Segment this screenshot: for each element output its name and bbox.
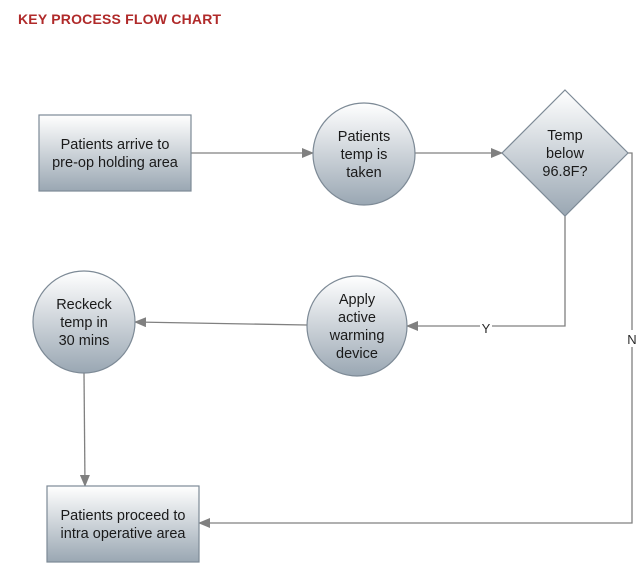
process-circle xyxy=(32,270,136,374)
process-circle xyxy=(312,102,416,206)
node-label-line: Reckeck xyxy=(56,297,112,313)
process-box xyxy=(46,485,200,563)
edge-label-background xyxy=(626,330,638,347)
decision-diamond xyxy=(501,89,629,217)
node-label-line: Apply xyxy=(339,292,376,308)
node-label-line: pre-op holding area xyxy=(52,155,179,171)
page-title: KEY PROCESS FLOW CHART xyxy=(18,11,222,27)
node-label-line: taken xyxy=(346,165,381,181)
node-warming: Apply active warming device xyxy=(306,275,408,377)
node-label-line: below xyxy=(546,146,584,162)
node-recheck: Reckeck temp in 30 mins xyxy=(32,270,136,374)
node-label-line: device xyxy=(336,346,378,362)
node-label-line: 30 mins xyxy=(59,333,110,349)
process-box xyxy=(38,114,192,192)
node-arrive: Patients arrive to pre-op holding area xyxy=(38,114,192,192)
node-label-line: warming xyxy=(329,328,385,344)
node-label-line: intra operative area xyxy=(61,526,187,542)
edge-labels-layer: YN xyxy=(480,319,638,347)
edge-warming-to-recheck xyxy=(134,317,308,328)
node-label-line: 96.8F? xyxy=(542,164,587,180)
edge-label-n: N xyxy=(627,332,636,347)
node-label-line: temp in xyxy=(60,315,108,331)
node-proceed: Patients proceed to intra operative area xyxy=(46,485,200,563)
edge-recheck-to-proceed xyxy=(79,372,90,487)
node-label-line: Patients arrive to xyxy=(61,137,170,153)
node-decision: Temp below 96.8F? xyxy=(501,89,629,217)
node-label-line: Patients proceed to xyxy=(61,508,186,524)
node-label-line: temp is xyxy=(341,147,388,163)
node-temp: Patients temp is taken xyxy=(312,102,416,206)
process-circle xyxy=(306,275,408,377)
node-label-line: Patients xyxy=(338,129,390,145)
edge-decision-to-warming xyxy=(406,216,566,331)
node-label-line: active xyxy=(338,310,376,326)
node-label-line: Temp xyxy=(547,128,582,144)
edge-label-background xyxy=(480,319,492,336)
edge-label-y: Y xyxy=(482,321,491,336)
